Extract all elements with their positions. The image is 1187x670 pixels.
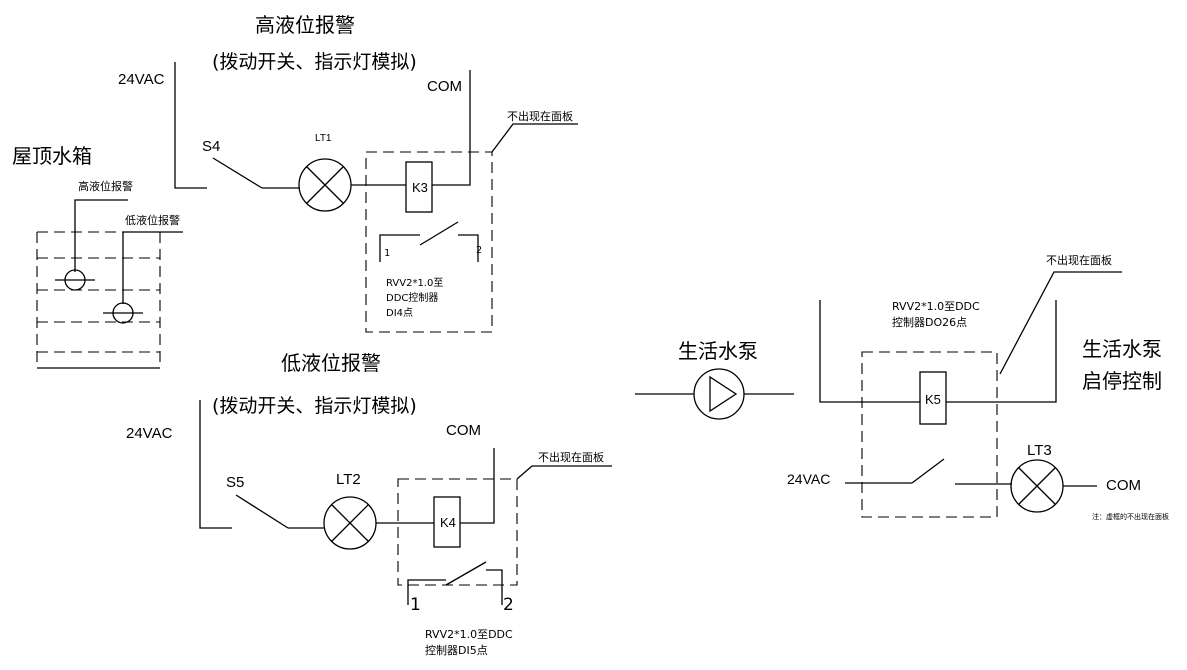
high-alarm-lamp-label: LT1	[315, 133, 332, 144]
high-alarm-note-leader	[491, 123, 578, 153]
pump-control-hidden-box	[861, 351, 998, 518]
pump-control-relay-label: K5	[925, 392, 941, 407]
high-alarm-hidden-note: 不出现在面板	[507, 109, 573, 123]
low-alarm-relay-k4	[433, 496, 461, 548]
high-alarm-cable-2: DDC控制器	[386, 291, 438, 304]
tank-low-label: 低液位报警	[125, 213, 180, 227]
high-alarm-switch-s4	[212, 157, 263, 189]
high-alarm-supply-label: 24VAC	[118, 71, 165, 88]
high-alarm-supply-wire	[174, 62, 207, 189]
pump-control-footnote: 注：虚框的不出现在面板	[1092, 512, 1169, 521]
pump-control-lamp-lt3	[1010, 459, 1064, 513]
roof-tank	[36, 231, 161, 369]
pump-control-com-label: COM	[1106, 477, 1141, 494]
low-alarm-supply-wire	[199, 400, 232, 529]
high-alarm-relay-label: K3	[412, 180, 428, 195]
low-alarm-title: 低液位报警	[281, 351, 381, 375]
low-alarm-hidden-box	[397, 478, 518, 586]
high-level-float	[55, 199, 128, 291]
high-alarm-cable-3: DI4点	[386, 307, 413, 319]
high-alarm-com-label: COM	[427, 78, 462, 95]
pump-control-supply-label: 24VAC	[787, 471, 830, 487]
low-alarm-cable-1: RVV2*1.0至DDC	[425, 628, 513, 641]
low-alarm-switch-s5	[235, 494, 289, 529]
high-alarm-contact-2: 2	[476, 245, 482, 256]
low-alarm-com-label: COM	[446, 422, 481, 439]
pump-control-hidden-note: 不出现在面板	[1046, 253, 1112, 267]
high-alarm-cable-1: RVV2*1.0至	[386, 277, 443, 289]
low-alarm-com-wire	[460, 448, 495, 524]
pump-control-cable-2: 控制器DO26点	[892, 315, 967, 329]
high-alarm-contact-1: 1	[384, 248, 390, 259]
high-alarm-com-wire	[432, 70, 471, 186]
low-alarm-relay-label: K4	[440, 515, 456, 530]
pump-control-title-1: 生活水泵	[1082, 337, 1162, 361]
tank-high-label: 高液位报警	[78, 179, 133, 193]
pump-symbol	[635, 368, 794, 420]
tank-title: 屋顶水箱	[12, 144, 92, 168]
pump-control-relay-k5	[919, 371, 947, 425]
low-alarm-switch-label: S5	[226, 474, 244, 491]
low-alarm-note-leader	[516, 465, 612, 480]
pump-control-title-2: 启停控制	[1082, 369, 1162, 393]
low-alarm-contact-2: 2	[503, 595, 514, 615]
pump-control-lamp-label: LT3	[1027, 442, 1052, 459]
high-alarm-switch-label: S4	[202, 138, 220, 155]
low-alarm-lamp-label: LT2	[336, 471, 361, 488]
low-alarm-contact	[407, 561, 503, 605]
high-alarm-subtitle: (拨动开关、指示灯模拟)	[212, 51, 417, 73]
low-alarm-lamp-lt2	[323, 496, 377, 550]
pump-control-cable-1: RVV2*1.0至DDC	[892, 300, 980, 313]
high-alarm-hidden-box	[365, 151, 493, 333]
low-alarm-subtitle: (拨动开关、指示灯模拟)	[212, 395, 417, 417]
pump-title: 生活水泵	[678, 339, 758, 363]
pump-control-wire-left	[819, 300, 920, 403]
high-alarm-title: 高液位报警	[255, 13, 355, 37]
high-alarm-contact	[379, 221, 479, 262]
pump-control-note-leader	[999, 271, 1122, 375]
high-alarm-relay-k3	[405, 161, 433, 213]
pump-control-wire-right	[946, 300, 1057, 403]
low-alarm-supply-label: 24VAC	[126, 425, 173, 442]
high-alarm-lamp-lt1	[298, 158, 352, 212]
pump-control-contact	[911, 458, 945, 484]
low-level-float	[103, 231, 183, 324]
low-alarm-contact-1: 1	[410, 595, 421, 615]
low-alarm-hidden-note: 不出现在面板	[538, 450, 604, 464]
low-alarm-cable-2: 控制器DI5点	[425, 643, 488, 657]
